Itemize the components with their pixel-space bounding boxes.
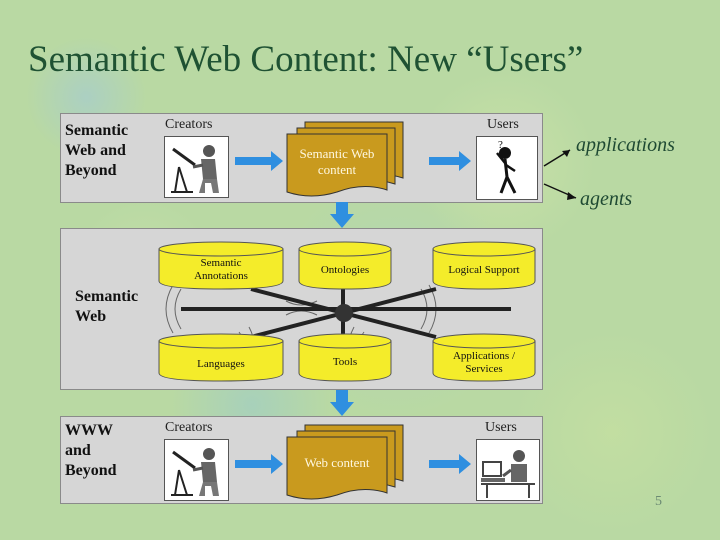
stick-figure-user-icon: ? xyxy=(476,136,538,200)
cylinder-label: Services xyxy=(465,363,502,375)
panel-label-line: Beyond xyxy=(65,162,117,179)
page-number: 5 xyxy=(655,494,662,509)
cylinder-label: Annotations xyxy=(194,270,248,282)
panel-label: WWW and Beyond xyxy=(65,421,117,481)
panel-label-line: Beyond xyxy=(65,462,117,479)
cylinder xyxy=(432,241,536,290)
arrow-down-icon xyxy=(330,390,354,416)
content-label: Web content xyxy=(287,455,387,471)
panel-semantic-web: Semantic Web xyxy=(60,228,543,390)
users-label: Users xyxy=(487,117,519,132)
cylinder-label: Ontologies xyxy=(321,264,369,276)
cylinder xyxy=(158,333,284,382)
arrow-down-icon xyxy=(330,202,354,228)
panel-label-line: Semantic xyxy=(75,288,139,305)
creator-figure-icon xyxy=(164,136,229,198)
arrow-right-icon xyxy=(235,151,283,171)
cylinder-label: Tools xyxy=(333,356,357,368)
content-label: Semantic Web content xyxy=(287,146,387,178)
cylinder xyxy=(432,333,536,382)
bottom-panel-graphics xyxy=(235,424,471,500)
cylinder-label: Applications / xyxy=(453,350,516,362)
document-stack-icon xyxy=(286,436,388,500)
creators-label: Creators xyxy=(165,420,213,435)
panel-label-line: Web and xyxy=(65,142,126,159)
cylinder xyxy=(298,241,392,290)
agents-note: agents xyxy=(580,188,633,210)
creators-label: Creators xyxy=(165,117,213,132)
document-stack-icon xyxy=(286,133,388,197)
panel-label: Semantic Web and Beyond xyxy=(65,121,128,181)
cylinder-label: Logical Support xyxy=(448,264,519,276)
cylinder-label: Languages xyxy=(197,358,245,370)
cylinder xyxy=(298,333,392,382)
content-label-line: Semantic Web xyxy=(299,146,375,161)
panel-label-line: and xyxy=(65,442,91,459)
applications-note: applications xyxy=(576,134,675,156)
creator-figure-icon xyxy=(164,439,229,501)
panel-semantic-web-and-beyond: Semantic Web and Beyond Creators Users ? xyxy=(60,113,543,203)
svg-text:?: ? xyxy=(498,139,503,151)
panel-www-and-beyond: WWW and Beyond Creators Users xyxy=(60,416,543,504)
top-panel-graphics xyxy=(235,121,471,197)
panel-label: Semantic Web xyxy=(75,287,138,327)
content-label-line: Web content xyxy=(304,455,370,470)
users-label: Users xyxy=(485,420,517,435)
computer-user-icon xyxy=(476,439,540,501)
panel-label-line: WWW xyxy=(65,422,113,439)
slide-title: Semantic Web Content: New “Users” xyxy=(28,39,584,80)
arrow-right-icon xyxy=(429,151,471,171)
arrow-right-icon xyxy=(235,454,283,474)
panel-label-line: Semantic xyxy=(65,122,129,139)
arrow-right-icon xyxy=(429,454,471,474)
cylinder-label: Semantic xyxy=(201,257,242,269)
panel-label-line: Web xyxy=(75,308,107,325)
side-arrows xyxy=(543,149,577,200)
semantic-web-graphics: Semantic Annotations Ontologies Logical … xyxy=(158,241,536,382)
content-label-line: content xyxy=(317,162,357,177)
cylinder xyxy=(158,241,284,290)
